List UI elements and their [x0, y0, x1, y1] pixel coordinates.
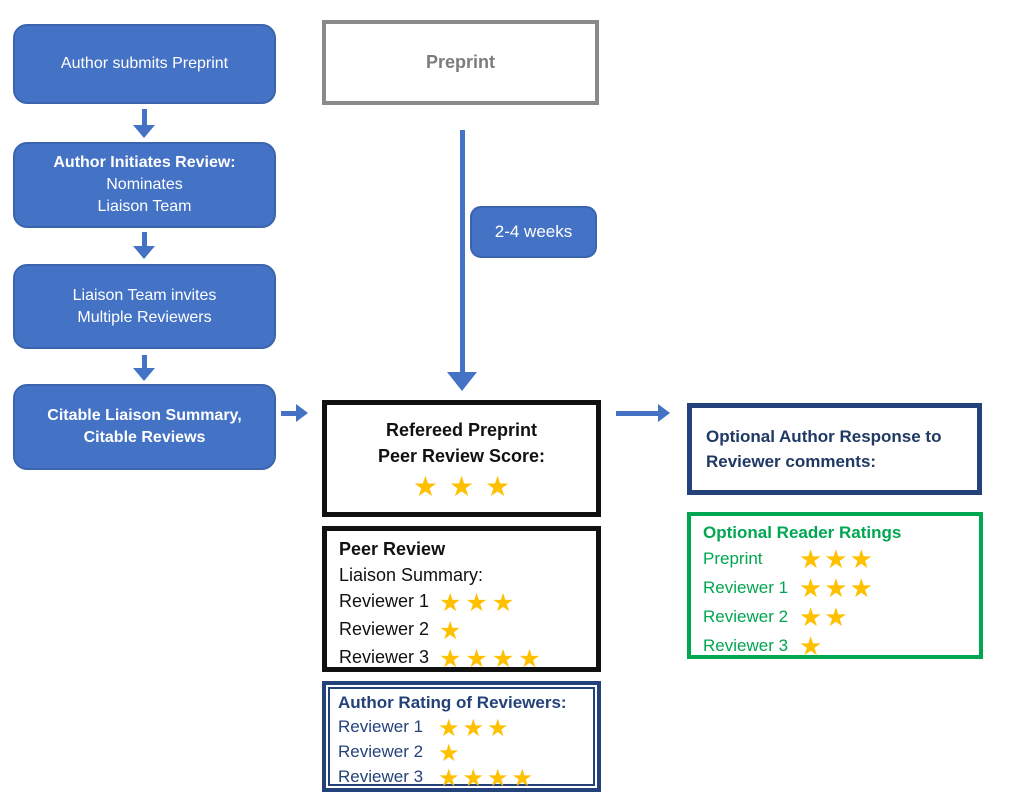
author-response-line: Optional Author Response to: [706, 427, 942, 446]
flow-step-author-submits: Author submits Preprint: [13, 24, 276, 104]
reviewer-stars-rating: ★: [438, 739, 463, 767]
reviewer-rating-row: Reviewer 1 ★★★: [339, 588, 596, 616]
arrow-down-icon: [133, 109, 155, 138]
author-response-box: Optional Author Response to Reviewer com…: [687, 403, 982, 495]
peer-review-subtitle: Liaison Summary:: [339, 565, 484, 585]
arrow-head: [133, 368, 155, 381]
reviewer-rating-row: Reviewer 3 ★★★★: [338, 765, 593, 790]
reader-ratings-title: Optional Reader Ratings: [703, 523, 902, 542]
refereed-preprint-box: Refereed Preprint Peer Review Score: ★★★: [322, 400, 601, 517]
arrow-down-icon: [133, 232, 155, 259]
author-rating-box: Author Rating of Reviewers: Reviewer 1 ★★…: [322, 681, 601, 792]
reviewer-rating-row: Reviewer 1 ★★★: [338, 715, 593, 740]
arrow-right-icon: [281, 404, 308, 422]
reviewer-stars-rating: ★★★: [438, 714, 512, 742]
flow-step-title: Author Initiates Review:: [53, 154, 236, 171]
reviewer-stars-rating: ★★★: [439, 588, 519, 617]
reviewer-rating-row: Reviewer 3 ★★★★: [339, 644, 596, 672]
refereed-score-line: Peer Review Score:: [377, 446, 546, 466]
reviewer-rating-row: Reviewer 2 ★: [339, 616, 596, 644]
reader-stars-rating: ★: [799, 632, 825, 662]
timeline-arrow-down-icon: [447, 130, 477, 391]
flow-step-author-initiates: Author Initiates Review: Nominates Liais…: [13, 142, 276, 228]
reviewer-label: Reviewer 2: [339, 619, 430, 639]
preprint-box: Preprint: [322, 20, 599, 105]
reader-stars-rating: ★★: [799, 603, 850, 633]
arrow-shaft: [141, 232, 147, 246]
arrow-down-icon: [133, 355, 155, 381]
arrow-head: [133, 246, 155, 259]
preprint-label: Preprint: [425, 52, 495, 72]
reader-stars-rating: ★★★: [799, 545, 875, 575]
reader-stars-rating: ★★★: [799, 574, 875, 604]
reviewer-label: Reviewer 1: [339, 591, 430, 611]
reviewer-stars-rating: ★★★★: [439, 644, 545, 673]
arrow-head: [133, 125, 155, 138]
flow-step-liaison-invites: Liaison Team invites Multiple Reviewers: [13, 264, 276, 349]
arrow-shaft: [141, 355, 147, 368]
arrow-shaft: [459, 130, 465, 372]
reviewer-label: Reviewer 3: [339, 647, 430, 667]
peer-review-title: Peer Review: [339, 539, 446, 559]
rated-item-label: Reviewer 2: [703, 607, 789, 626]
reviewer-label: Reviewer 2: [338, 742, 424, 761]
reviewer-rating-row: Reviewer 2 ★: [338, 740, 593, 765]
reviewer-label: Reviewer 1: [338, 717, 424, 736]
reader-rating-row: Reviewer 3 ★: [703, 632, 979, 661]
arrow-head: [296, 404, 308, 422]
reviewer-label: Reviewer 3: [338, 767, 424, 786]
flow-step-line: Liaison Team: [97, 198, 192, 215]
flow-step-line: Citable Liaison Summary,: [47, 407, 242, 424]
flow-step-line: Citable Reviews: [83, 429, 206, 446]
arrow-head: [658, 404, 670, 422]
flow-step-line: Nominates: [106, 176, 183, 193]
reader-rating-row: Reviewer 1 ★★★: [703, 574, 979, 603]
author-rating-title: Author Rating of Reviewers:: [338, 693, 567, 712]
flow-step-citable-summary: Citable Liaison Summary, Citable Reviews: [13, 384, 276, 470]
timeline-duration-box: 2-4 weeks: [470, 206, 597, 258]
author-rating-inner: Author Rating of Reviewers: Reviewer 1 ★★…: [328, 687, 595, 790]
reviewer-stars-rating: ★★★★: [438, 764, 537, 792]
timeline-duration-label: 2-4 weeks: [494, 222, 573, 241]
rated-item-label: Reviewer 1: [703, 578, 789, 597]
reader-rating-row: Preprint ★★★: [703, 545, 979, 574]
peer-review-box: Peer Review Liaison Summary: Reviewer 1 ★…: [322, 526, 601, 672]
refereed-title-line: Refereed Preprint: [385, 420, 538, 440]
refereed-stars-rating: ★★★: [412, 470, 522, 503]
arrow-shaft: [281, 410, 296, 416]
flow-step-line: Liaison Team invites: [72, 286, 217, 304]
flow-step-line: Multiple Reviewers: [77, 308, 212, 326]
reviewer-stars-rating: ★: [439, 616, 466, 645]
reader-ratings-box: Optional Reader Ratings Preprint ★★★ Revi…: [687, 512, 983, 661]
author-response-line: Reviewer comments:: [706, 452, 877, 471]
reader-rating-row: Reviewer 2 ★★: [703, 603, 979, 632]
arrow-right-icon: [616, 404, 670, 422]
rated-item-label: Preprint: [703, 549, 763, 568]
arrow-shaft: [616, 410, 658, 416]
arrow-shaft: [141, 109, 147, 125]
arrow-head: [447, 372, 477, 391]
flow-step-label: Author submits Preprint: [60, 55, 229, 72]
rated-item-label: Reviewer 3: [703, 636, 789, 655]
